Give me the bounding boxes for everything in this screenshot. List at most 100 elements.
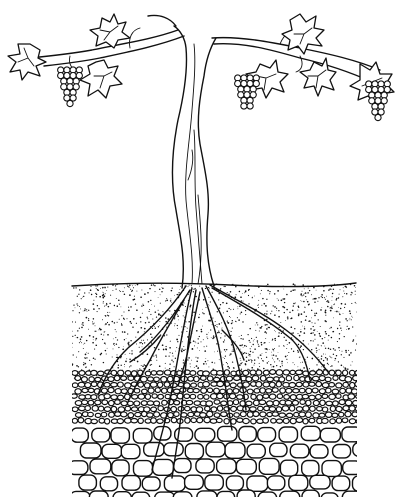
- sand-speck: [83, 296, 84, 297]
- sand-speck: [166, 334, 167, 335]
- sand-speck: [109, 303, 110, 304]
- sand-speck: [158, 326, 159, 327]
- sand-speck: [270, 313, 271, 314]
- sand-speck: [107, 315, 108, 316]
- sand-speck: [159, 325, 160, 326]
- sand-speck: [172, 287, 173, 288]
- sand-speck: [192, 348, 194, 350]
- sand-speck: [212, 292, 213, 293]
- stone: [185, 444, 203, 459]
- sand-speck: [274, 330, 275, 331]
- stone: [196, 459, 214, 473]
- sand-speck: [112, 357, 113, 358]
- sand-speck: [160, 294, 161, 295]
- sand-speck: [172, 355, 173, 356]
- pebble: [104, 419, 109, 424]
- sand-speck: [94, 349, 95, 350]
- sand-speck: [169, 310, 170, 311]
- sand-speck: [96, 288, 97, 289]
- sand-speck: [253, 340, 254, 341]
- sand-speck: [276, 308, 277, 309]
- sand-speck: [118, 365, 119, 366]
- sand-speck: [310, 333, 311, 334]
- stone: [247, 444, 265, 458]
- sand-speck: [351, 303, 352, 304]
- sand-speck: [265, 324, 266, 325]
- sand-speck: [163, 312, 164, 313]
- pebble: [82, 388, 88, 392]
- sand-speck: [230, 309, 231, 310]
- sand-speck: [355, 302, 356, 303]
- sand-speck: [165, 363, 166, 364]
- sand-speck: [309, 303, 310, 304]
- sand-speck: [86, 309, 87, 310]
- sand-speck: [86, 340, 87, 341]
- sand-speck: [298, 305, 300, 307]
- sand-speck: [75, 335, 76, 336]
- sand-speck: [219, 359, 220, 360]
- sand-speck: [197, 368, 199, 370]
- sand-speck: [193, 289, 194, 290]
- sand-speck: [106, 305, 107, 306]
- pebble: [276, 370, 283, 376]
- sand-speck: [124, 287, 125, 288]
- sand-speck: [252, 297, 253, 298]
- pebble: [216, 418, 222, 422]
- sand-speck: [190, 304, 192, 306]
- sand-speck: [243, 353, 245, 355]
- pebble: [72, 383, 78, 388]
- sand-speck: [233, 309, 234, 310]
- sand-speck: [248, 295, 249, 296]
- sand-speck: [147, 317, 148, 318]
- stone: [90, 459, 111, 474]
- sand-speck: [319, 349, 320, 350]
- pebble: [121, 401, 127, 406]
- pebble: [124, 418, 131, 423]
- pebble: [333, 401, 339, 406]
- sand-speck: [221, 322, 222, 323]
- pebble: [256, 382, 262, 388]
- sand-speck: [248, 359, 250, 361]
- sand-speck: [103, 292, 104, 293]
- sand-speck: [97, 285, 98, 286]
- sand-speck: [304, 288, 305, 289]
- sand-speck: [140, 317, 142, 319]
- pebble: [91, 395, 97, 400]
- pebble: [319, 389, 325, 394]
- sand-speck: [329, 328, 330, 329]
- sand-speck: [326, 296, 327, 297]
- sand-speck: [161, 291, 162, 292]
- sand-speck: [294, 364, 295, 365]
- sand-speck: [84, 343, 85, 344]
- pebble: [92, 406, 98, 412]
- pebble: [294, 375, 299, 380]
- sand-speck: [274, 314, 276, 316]
- pebble: [91, 382, 97, 387]
- sand-speck: [329, 356, 330, 357]
- pebble: [194, 401, 200, 406]
- sand-speck: [201, 331, 203, 333]
- sand-speck: [298, 307, 299, 308]
- pebble: [157, 382, 162, 387]
- sand-speck: [224, 340, 225, 341]
- sand-speck: [151, 304, 152, 305]
- pebble: [78, 382, 85, 387]
- sand-speck: [98, 329, 99, 330]
- sand-speck: [175, 323, 176, 324]
- sand-speck: [196, 361, 198, 363]
- pebble: [272, 412, 278, 416]
- pebble: [148, 388, 154, 393]
- sand-speck: [285, 340, 286, 341]
- sand-speck: [205, 288, 206, 289]
- sand-speck: [79, 342, 80, 343]
- sand-speck: [183, 305, 184, 306]
- sand-speck: [304, 326, 305, 327]
- sand-speck: [99, 296, 101, 298]
- sand-speck: [138, 331, 139, 332]
- sand-speck: [149, 309, 150, 310]
- sand-speck: [159, 365, 161, 367]
- sand-speck: [351, 316, 352, 317]
- sand-speck: [177, 314, 178, 315]
- sand-speck: [331, 306, 332, 307]
- sand-speck: [323, 354, 324, 355]
